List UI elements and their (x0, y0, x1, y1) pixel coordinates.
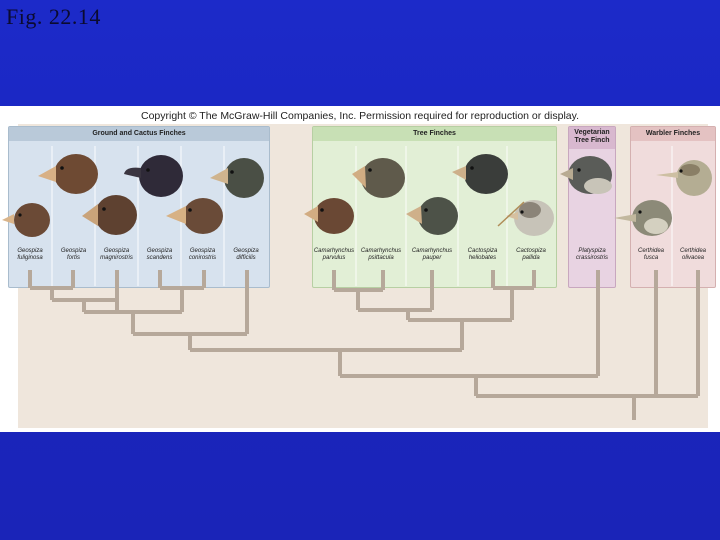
copyright-notice: Copyright © The McGraw-Hill Companies, I… (140, 110, 580, 122)
bird-geospiza-fortis-icon (38, 154, 98, 194)
figure-label: Fig. 22.14 (6, 4, 101, 29)
group-tree-finches: Tree Finches (312, 126, 557, 288)
group-header-warbler: Warbler Finches (631, 127, 715, 141)
bird-cactospiza-pallida-icon (497, 200, 554, 236)
group-header-ground: Ground and Cactus Finches (9, 127, 269, 141)
bird-geospiza-fuliginosa-icon (2, 203, 50, 237)
bird-certhidea-olivacea-icon (656, 160, 712, 196)
bird-camarhynchus-parvulus-icon (304, 198, 354, 234)
bird-geospiza-scandens-icon (124, 155, 183, 197)
phylogenetic-tree (28, 270, 700, 420)
group-vegetarian-finch: Vegetarian Tree Finch (568, 126, 616, 288)
bird-platyspiza-crassirostris-icon (560, 156, 612, 194)
bird-geospiza-conirostris-icon (166, 198, 223, 234)
bird-camarhynchus-psittacula-icon (352, 158, 405, 198)
bird-camarhynchus-pauper-icon (406, 197, 458, 235)
bird-geospiza-difficilis-icon (210, 158, 264, 198)
group-header-vegetarian: Vegetarian Tree Finch (569, 127, 615, 149)
group-header-tree: Tree Finches (313, 127, 556, 141)
bird-geospiza-magnirostris-icon (82, 195, 137, 235)
bird-certhidea-fusca-icon (614, 200, 672, 236)
bird-cactospiza-heliobates-icon (452, 154, 508, 194)
